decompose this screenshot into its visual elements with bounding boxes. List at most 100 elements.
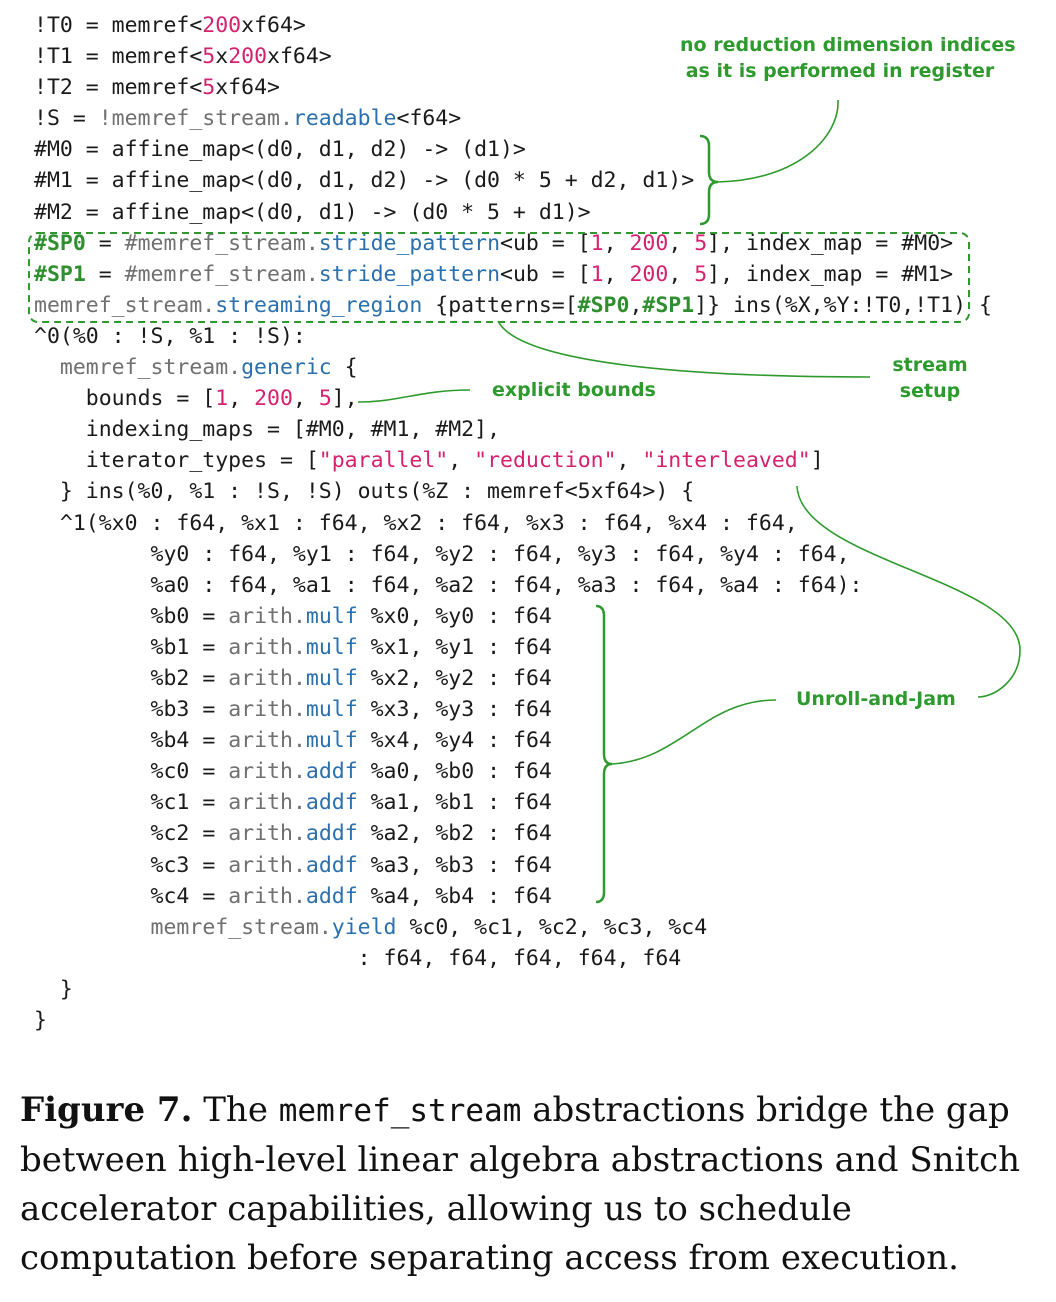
annotation-stream-setup-line2: setup (899, 380, 961, 402)
code-token: arith. (228, 790, 306, 816)
code-token: !T0 = memref< (34, 13, 203, 38)
code-token: #memref_stream. (124, 261, 319, 287)
code-token: 1 (590, 261, 604, 287)
code-token: arith. (228, 603, 306, 629)
code-token: %b1 = (150, 634, 229, 660)
code-token: readable (292, 106, 397, 132)
code-token: ] (810, 448, 824, 474)
code-token: } (34, 1008, 47, 1033)
code-token: , (668, 261, 695, 287)
code-token: x (215, 44, 229, 70)
code-token: <ub = [ (500, 261, 591, 287)
code-token: 200 (629, 230, 669, 256)
code-token: , (292, 386, 319, 412)
code-token: , (448, 448, 475, 474)
code-token: stride_pattern (318, 230, 501, 256)
code-token: ^1(%x0 : f64, %x1 : f64, %x2 : f64, %x3 … (59, 510, 798, 536)
annotation-stream-setup-line1: stream (892, 354, 968, 376)
code-token: ], index_map = #M1> (707, 261, 954, 287)
code-token: , (668, 230, 695, 256)
code-token: %c4 = (150, 883, 229, 909)
code-token: 200 (254, 386, 293, 412)
code-token: 5 (694, 261, 708, 287)
code-token: arith. (228, 697, 306, 723)
code-line: !T0 = memref<200xf64> (34, 10, 992, 41)
code-line: %b0 = arith.mulf %x0, %y0 : f64 (34, 601, 992, 632)
code-token: <f64> (396, 106, 462, 132)
code-token: iterator_types = [ (85, 448, 319, 474)
code-token: xf64> (267, 44, 332, 70)
code-token: %x0, %y0 : f64 (357, 603, 552, 629)
code-line: } (34, 974, 992, 1005)
code-line: } ins(%0, %1 : !S, !S) outs(%Z : memref<… (34, 476, 992, 507)
code-token: arith. (228, 728, 306, 754)
annotation-no-reduction: no reduction dimension indices as it is … (680, 32, 1016, 84)
code-token: addf (305, 759, 358, 785)
code-token: %a1, %b1 : f64 (357, 790, 552, 816)
code-token: 200 (228, 44, 268, 70)
code-token: : f64, f64, f64, f64, f64 (150, 945, 682, 971)
code-token: #SP0 (577, 292, 630, 318)
code-line: %c1 = arith.addf %a1, %b1 : f64 (34, 787, 992, 818)
code-line: %y0 : f64, %y1 : f64, %y2 : f64, %y3 : f… (34, 539, 992, 570)
code-token: addf (305, 852, 358, 878)
code-line: %b3 = arith.mulf %x3, %y3 : f64 (34, 694, 992, 725)
code-token: 1 (590, 230, 604, 256)
code-token: %c1 = (150, 790, 229, 816)
code-token: %x3, %y3 : f64 (357, 697, 552, 723)
code-token: streaming_region (215, 292, 423, 318)
code-token: %x4, %y4 : f64 (357, 728, 552, 754)
code-line: memref_stream.generic { (34, 352, 992, 383)
code-token: "interleaved" (642, 448, 811, 474)
code-token: generic (241, 355, 332, 381)
code-token: 200 (629, 261, 669, 287)
code-token: %a0 : f64, %a1 : f64, %a2 : f64, %a3 : f… (150, 572, 863, 598)
code-token: %a2, %b2 : f64 (357, 821, 552, 847)
code-token: #M0 = affine_map<(d0, d1, d2) -> (d1)> (34, 137, 526, 163)
code-token: xf64> (215, 75, 280, 101)
code-line: !T1 = memref<5x200xf64> (34, 41, 992, 72)
code-token: 5 (318, 386, 332, 412)
code-token: , (228, 386, 255, 412)
code-token: mulf (305, 665, 358, 691)
code-token: } (59, 976, 73, 1002)
annotation-unroll-and-jam: Unroll-and-Jam (796, 688, 956, 710)
code-line: #M1 = affine_map<(d0, d1, d2) -> (d0 * 5… (34, 165, 992, 196)
code-token: ^0(%0 : !S, %1 : !S): (34, 323, 306, 349)
annotation-no-reduction-line1: no reduction dimension indices (680, 34, 1016, 56)
annotation-explicit-bounds: explicit bounds (492, 379, 656, 401)
code-token: arith. (228, 821, 306, 847)
code-token: "parallel" (318, 448, 449, 474)
code-token: = (85, 261, 125, 287)
code-token: "reduction" (474, 448, 617, 474)
code-line: #M2 = affine_map<(d0, d1) -> (d0 * 5 + d… (34, 197, 992, 228)
code-line: : f64, f64, f64, f64, f64 (34, 943, 992, 974)
code-token: %c0 = (150, 759, 229, 785)
caption-text-before: The (192, 1090, 279, 1130)
code-token: 1 (215, 386, 229, 412)
code-token: %b4 = (150, 728, 229, 754)
code-token: %b0 = (150, 603, 229, 629)
code-token: mulf (305, 603, 358, 629)
code-token: memref_stream. (150, 914, 332, 940)
code-token: mulf (305, 697, 358, 723)
code-line: ^0(%0 : !S, %1 : !S): (34, 321, 992, 352)
code-line: bounds = [1, 200, 5], (34, 383, 992, 414)
code-token: %x2, %y2 : f64 (357, 665, 552, 691)
code-token: bounds = [ (85, 386, 216, 412)
code-token: ], (331, 386, 358, 412)
code-token: <ub = [ (500, 230, 591, 256)
code-line: %c2 = arith.addf %a2, %b2 : f64 (34, 818, 992, 849)
code-line: %c3 = arith.addf %a3, %b3 : f64 (34, 850, 992, 881)
code-token: , (603, 230, 630, 256)
code-token: indexing_maps = [#M0, #M1, #M2], (85, 417, 501, 443)
code-token: %a0, %b0 : f64 (357, 759, 552, 785)
code-line: %b1 = arith.mulf %x1, %y1 : f64 (34, 632, 992, 663)
code-line: memref_stream.yield %c0, %c1, %c2, %c3, … (34, 912, 992, 943)
code-line: } (34, 1005, 992, 1036)
code-token: #M1 = affine_map<(d0, d1, d2) -> (d0 * 5… (34, 168, 695, 194)
code-line: %a0 : f64, %a1 : f64, %a2 : f64, %a3 : f… (34, 570, 992, 601)
code-line: #SP1 = #memref_stream.stride_pattern<ub … (34, 259, 992, 290)
figure-label: Figure 7. (20, 1090, 193, 1130)
code-line: %b4 = arith.mulf %x4, %y4 : f64 (34, 725, 992, 756)
